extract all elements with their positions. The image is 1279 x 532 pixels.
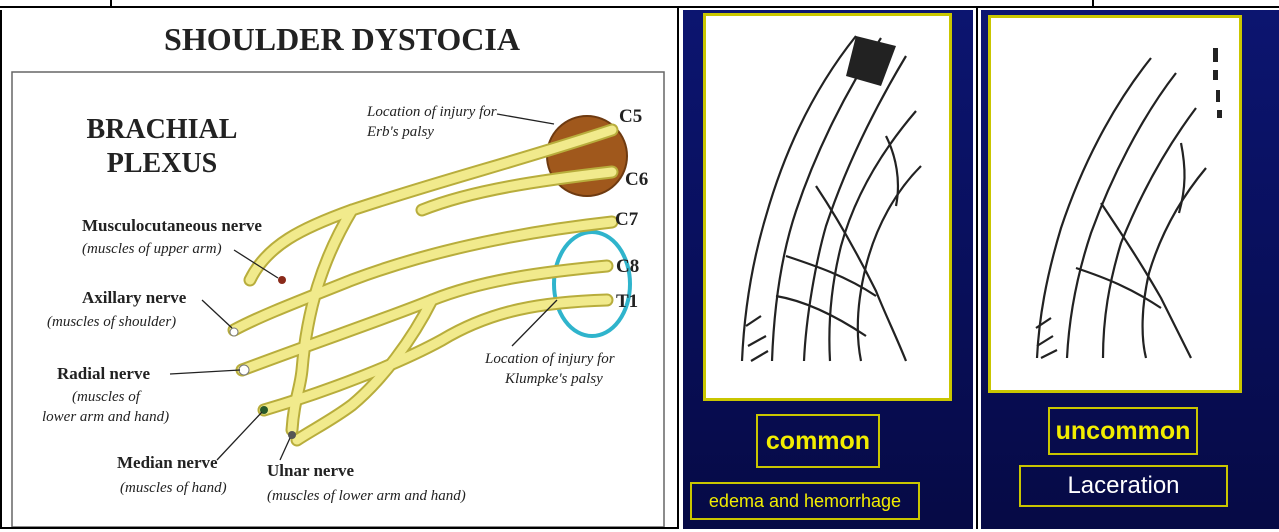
musculo-name: Musculocutaneous nerve xyxy=(82,216,262,235)
uncommon-badge-text: uncommon xyxy=(1056,417,1191,445)
radial-marker xyxy=(239,365,249,375)
diagram-title: SHOULDER DYSTOCIA xyxy=(164,21,520,57)
border-tick xyxy=(1092,0,1094,7)
radial-desc-line2: lower arm and hand) xyxy=(42,409,169,425)
root-c7: C7 xyxy=(615,209,639,230)
heading-plexus: PLEXUS xyxy=(107,148,217,179)
axillary-name: Axillary nerve xyxy=(82,288,187,307)
border-tick xyxy=(110,0,112,7)
uncommon-caption: Laceration xyxy=(1067,472,1179,499)
brachial-plexus-diagram: SHOULDER DYSTOCIA BRACHIAL PLEXUS xyxy=(2,10,677,527)
common-illustration-frame xyxy=(703,13,952,401)
klumpke-label-line2: Klumpke's palsy xyxy=(504,371,603,387)
erb-label-line1: Location of injury for xyxy=(366,104,497,120)
uncommon-illustration-frame xyxy=(988,15,1242,393)
heading-brachial: BRACHIAL xyxy=(87,114,238,145)
root-c6: C6 xyxy=(625,169,648,190)
common-badge-text: common xyxy=(766,427,870,455)
ulnar-desc: (muscles of lower arm and hand) xyxy=(267,488,466,504)
axillary-marker xyxy=(230,328,238,336)
radial-name: Radial nerve xyxy=(57,364,150,383)
uncommon-badge: uncommon xyxy=(1048,407,1198,455)
column-separator xyxy=(976,6,978,529)
root-c5: C5 xyxy=(619,106,642,127)
klumpke-label-line1: Location of injury for xyxy=(484,351,615,367)
common-injury-panel: common edema and hemorrhage xyxy=(683,10,973,529)
axillary-desc: (muscles of shoulder) xyxy=(47,314,176,330)
radial-desc-line1: (muscles of xyxy=(72,389,142,405)
common-caption-box: edema and hemorrhage xyxy=(690,482,920,520)
table-top-border xyxy=(0,6,1279,8)
median-desc: (muscles of hand) xyxy=(120,480,227,496)
root-c8: C8 xyxy=(616,256,639,277)
common-caption: edema and hemorrhage xyxy=(709,491,901,511)
ulnar-name: Ulnar nerve xyxy=(267,461,354,480)
erb-label-line2: Erb's palsy xyxy=(366,124,434,140)
common-plexus-drawing xyxy=(706,16,949,398)
ulnar-marker xyxy=(288,431,296,439)
musculo-marker xyxy=(278,276,286,284)
root-t1: T1 xyxy=(616,291,638,312)
edema-shading xyxy=(846,36,896,86)
musculo-desc: (muscles of upper arm) xyxy=(82,241,222,257)
uncommon-injury-panel: uncommon Laceration xyxy=(981,10,1279,529)
uncommon-caption-box: Laceration xyxy=(1019,465,1228,507)
column-separator xyxy=(677,6,679,529)
brachial-plexus-panel: SHOULDER DYSTOCIA BRACHIAL PLEXUS xyxy=(0,10,677,529)
common-badge: common xyxy=(756,414,880,468)
median-name: Median nerve xyxy=(117,453,218,472)
uncommon-plexus-drawing xyxy=(991,18,1239,390)
